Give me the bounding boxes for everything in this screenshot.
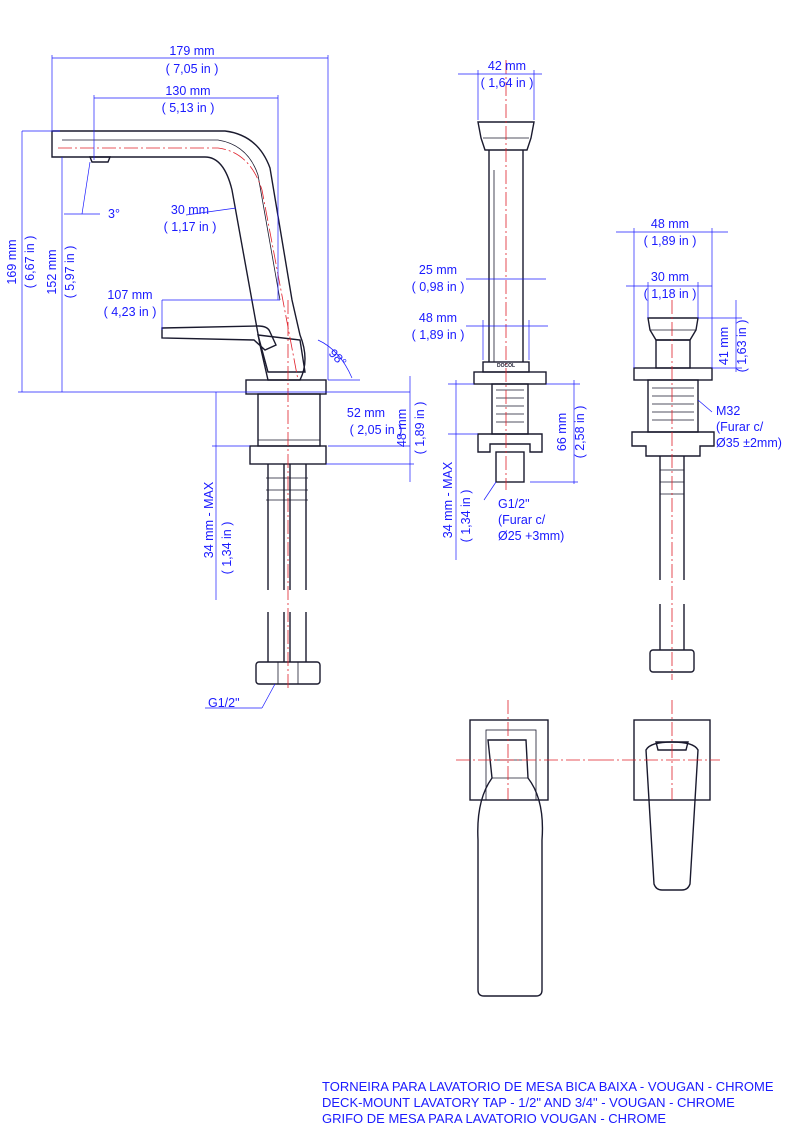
dim-30-in-handle: ( 1,18 in ) [644,287,697,301]
dim-48-mm-side: 48 mm [395,409,409,447]
dim-30-mm-side: 30 mm [171,203,209,217]
brand-mark: DOCOL [497,363,515,369]
handle-body [257,334,306,373]
dim-42-mm: 42 mm [488,59,526,73]
dim-25-mm: 25 mm [419,263,457,277]
handle-thread-line2: (Furar c/ [716,420,764,434]
dim-34-mm-side: 34 mm - MAX [202,481,216,558]
spout-flange [473,371,547,385]
dim-52-mm: 52 mm [347,406,385,420]
spout-body-top [477,739,544,997]
dim-30-mm-handle: 30 mm [651,270,689,284]
handle-lock-nut [631,431,715,457]
spout-shank [491,383,529,435]
handle-thread-line1: M32 [716,404,740,418]
connection-g12-side: G1/2" [208,696,240,710]
dim-34-mm-spout: 34 mm - MAX [441,461,455,538]
spout-connection-line3: Ø25 +3mm) [498,529,564,543]
handle-thread-line3: Ø35 ±2mm) [716,436,782,450]
title-line-portuguese: TORNEIRA PARA LAVATORIO DE MESA BICA BAI… [322,1079,774,1094]
front-view-spout [448,60,580,560]
dim-41-mm: 41 mm [717,327,731,365]
dim-34-in-side: ( 1,34 in ) [220,522,234,575]
dim-42-in: ( 1,64 in ) [481,76,534,90]
dim-41-in: ( 1,63 in ) [735,320,749,373]
handle-hose [659,456,685,580]
handle-knob-top [647,317,699,341]
handle-hose-nut [649,649,695,673]
front-view-handle [616,228,742,680]
dim-48-in-spout: ( 1,89 in ) [412,328,465,342]
spout-head [477,121,535,151]
spout-thread-tail [495,451,525,483]
dim-48-in-handle: ( 1,89 in ) [644,234,697,248]
dim-30-in-side: ( 1,17 in ) [164,220,217,234]
spout-lock-nut [477,433,543,453]
dim-130-in: ( 5,13 in ) [162,101,215,115]
dim-48-mm-handle: 48 mm [651,217,689,231]
dim-107-in: ( 4,23 in ) [104,305,157,319]
dim-107-mm: 107 mm [107,288,152,302]
aerator [88,156,112,163]
dim-52-in: ( 2,05 in ) [350,423,403,437]
dim-179-mm: 179 mm [169,44,214,58]
dim-169-mm: 169 mm [5,239,19,284]
dim-25-in: ( 0,98 in ) [412,280,465,294]
dim-66-mm: 66 mm [555,413,569,451]
spout-connection-line1: G1/2" [498,497,530,511]
dim-130-mm: 130 mm [165,84,210,98]
title-line-english: DECK-MOUNT LAVATORY TAP - 1/2" AND 3/4" … [322,1095,735,1110]
handle-lever-top [645,741,699,891]
dim-34-in-spout: ( 1,34 in ) [459,490,473,543]
dimension-labels: 179 mm ( 7,05 in ) 130 mm ( 5,13 in ) 30… [5,44,782,710]
dim-48-mm-spout: 48 mm [419,311,457,325]
supply-hoses [267,464,307,590]
dim-152-in: ( 5,97 in ) [63,246,77,299]
base-body [257,393,321,447]
dim-66-in: ( 2,58 in ) [573,406,587,459]
spout-connection-line2: (Furar c/ [498,513,546,527]
top-view-spout [456,700,600,997]
side-view [18,55,414,709]
handle-lever-cap [655,741,689,751]
dim-3-degree: 3° [108,207,120,221]
spout-column [488,150,524,362]
spout-inner-line [62,139,281,301]
top-view-handle [600,700,720,891]
handle-flange [633,367,713,381]
dim-169-in: ( 6,67 in ) [23,236,37,289]
dim-179-in: ( 7,05 in ) [166,62,219,76]
dim-152-mm: 152 mm [45,249,59,294]
dim-48-in-side: ( 1,89 in ) [413,402,427,455]
handle-knob-body [655,339,691,369]
title-line-spanish: GRIFO DE MESA PARA LAVATORIO VOUGAN - CH… [322,1111,667,1126]
spout-outline [51,130,306,381]
